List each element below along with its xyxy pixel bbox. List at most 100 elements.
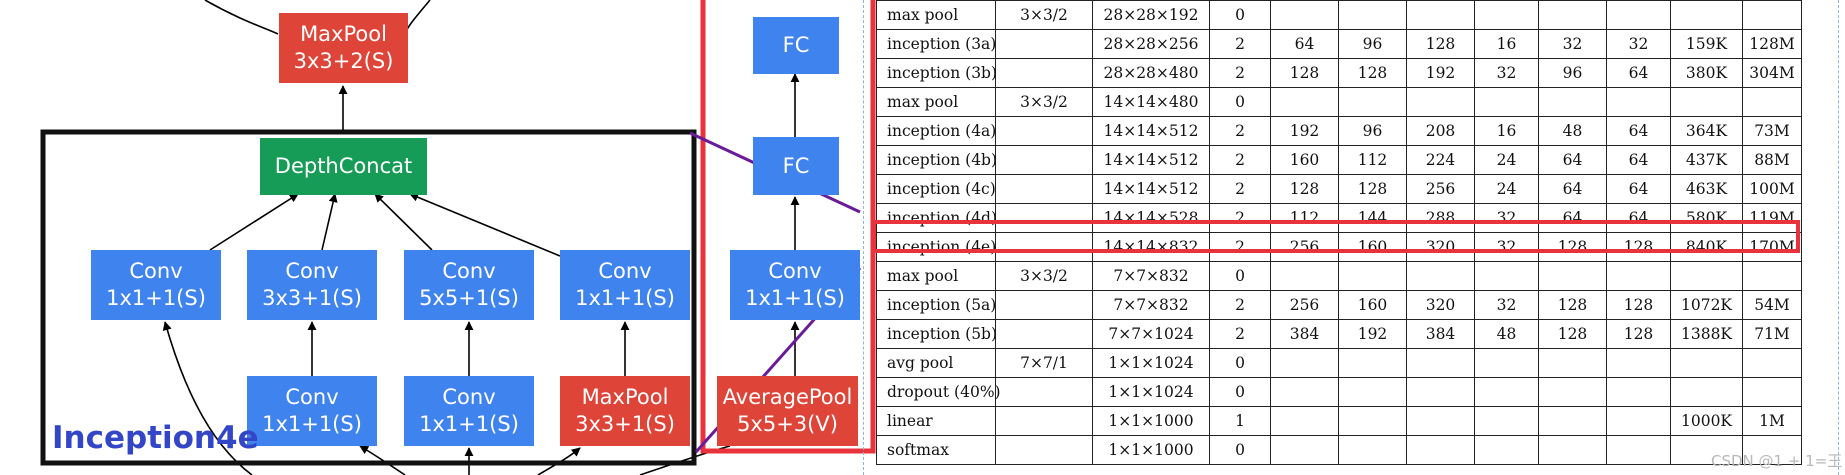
table-cell: 128	[1338, 174, 1407, 204]
edge-in-left	[204, 0, 279, 35]
table-cell: 208	[1406, 116, 1475, 146]
table-cell: 384	[1270, 319, 1339, 349]
inception4e-label: Inception4e	[52, 420, 259, 456]
table-cell	[1270, 87, 1339, 117]
table-cell	[1474, 435, 1539, 465]
table-cell	[1406, 435, 1475, 465]
table-cell: 0	[1209, 348, 1271, 378]
table-cell: 24	[1474, 174, 1539, 204]
table-cell: 14×14×832	[1092, 232, 1210, 262]
table-cell: 437K	[1670, 145, 1743, 175]
table-cell: 7×7×832	[1092, 261, 1210, 291]
table-cell	[995, 319, 1093, 349]
table-cell: 64	[1538, 174, 1607, 204]
fc-top-node: FC	[753, 17, 839, 74]
table-cell	[995, 290, 1093, 320]
table-cell: 2	[1209, 58, 1271, 88]
table-cell	[1270, 0, 1339, 30]
table-cell: 71M	[1742, 319, 1802, 349]
edge-conv5-concat	[374, 193, 433, 251]
table-cell: 3×3/2	[995, 87, 1093, 117]
edge-conv1b-concat	[409, 192, 561, 257]
table-cell: 28×28×192	[1092, 0, 1210, 30]
table-cell: 32	[1474, 58, 1539, 88]
table-cell	[995, 203, 1093, 233]
table-cell: 1	[1209, 406, 1271, 436]
conv-1x1-node: Conv 1x1+1(S)	[91, 250, 221, 320]
table-cell	[1474, 0, 1539, 30]
edge-in-right	[405, 0, 431, 33]
depthconcat-node: DepthConcat	[260, 138, 427, 195]
table-cell	[1406, 406, 1475, 436]
table-cell: 64	[1606, 116, 1671, 146]
table-cell	[1670, 261, 1743, 291]
table-cell: 64	[1538, 203, 1607, 233]
layer-name-cell: max pool	[876, 87, 996, 117]
table-cell: 463K	[1670, 174, 1743, 204]
table-cell	[1406, 261, 1475, 291]
table-cell	[1406, 87, 1475, 117]
table-cell	[1270, 261, 1339, 291]
table-cell: 73M	[1742, 116, 1802, 146]
table-cell: 160	[1270, 145, 1339, 175]
table-cell: 1×1×1024	[1092, 348, 1210, 378]
table-cell	[1538, 435, 1607, 465]
table-cell	[1742, 87, 1802, 117]
table-cell: 119M	[1742, 203, 1802, 233]
table-cell	[1538, 348, 1607, 378]
table-cell	[1538, 0, 1607, 30]
table-cell	[1606, 87, 1671, 117]
table-cell: 2	[1209, 145, 1271, 175]
table-cell	[995, 58, 1093, 88]
table-cell: 2	[1209, 203, 1271, 233]
table-cell	[1474, 348, 1539, 378]
table-cell	[1338, 87, 1407, 117]
table-cell: 170M	[1742, 232, 1802, 262]
layer-name-cell: inception (3a)	[876, 29, 996, 59]
table-cell: 2	[1209, 319, 1271, 349]
table-cell	[1474, 261, 1539, 291]
table-cell: 160	[1338, 232, 1407, 262]
table-cell	[1606, 0, 1671, 30]
table-cell	[1406, 377, 1475, 407]
table-cell: 0	[1209, 0, 1271, 30]
table-cell: 580K	[1670, 203, 1743, 233]
table-cell: 256	[1406, 174, 1475, 204]
page-guide-left	[863, 0, 864, 475]
table-cell: 32	[1474, 232, 1539, 262]
table-cell: 3×3/2	[995, 0, 1093, 30]
table-cell: 380K	[1670, 58, 1743, 88]
table-cell: 32	[1538, 29, 1607, 59]
conv-5x5-node: Conv 5x5+1(S)	[404, 250, 534, 320]
table-cell: 88M	[1742, 145, 1802, 175]
table-cell: 112	[1338, 145, 1407, 175]
table-cell: 96	[1338, 29, 1407, 59]
table-cell: 16	[1474, 29, 1539, 59]
table-cell	[995, 29, 1093, 59]
table-cell: 0	[1209, 435, 1271, 465]
table-cell	[1538, 377, 1607, 407]
table-cell	[1270, 406, 1339, 436]
layer-name-cell: max pool	[876, 261, 996, 291]
table-cell: 1388K	[1670, 319, 1743, 349]
table-cell: 384	[1406, 319, 1475, 349]
table-cell	[1338, 348, 1407, 378]
table-cell: 48	[1474, 319, 1539, 349]
table-cell: 64	[1606, 203, 1671, 233]
table-cell: 0	[1209, 261, 1271, 291]
table-cell: 224	[1406, 145, 1475, 175]
maxpool-top-node: MaxPool 3x3+2(S)	[279, 13, 408, 83]
table-cell	[1606, 348, 1671, 378]
inception4e-frame	[40, 129, 697, 466]
layer-name-cell: inception (4d)	[876, 203, 997, 233]
layer-name-cell: inception (3b)	[876, 58, 997, 88]
table-cell	[995, 435, 1093, 465]
